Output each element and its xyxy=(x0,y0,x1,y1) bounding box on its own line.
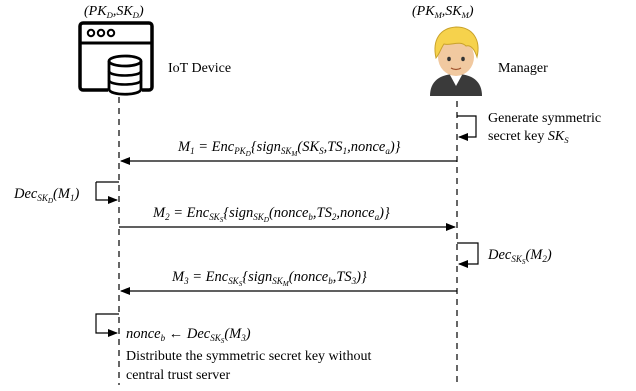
m2-message-label: M2 = EncSKS{signSKD(nonceb,TS2,noncea)} xyxy=(153,205,390,224)
dec-m2-label: DecSKS(M2) xyxy=(488,247,552,266)
manager-avatar-icon xyxy=(430,26,482,96)
device-key-pair: (PKD,SKD) xyxy=(84,4,144,21)
dec-m2-self-arrow xyxy=(457,242,479,268)
dec-m1-self-arrow xyxy=(95,182,118,204)
manager-label: Manager xyxy=(498,61,548,76)
generate-key-self-arrow xyxy=(457,115,477,141)
iot-device-icon xyxy=(78,21,154,96)
nonce-recovery-label: nonceb ← DecSKS(M3) xyxy=(126,326,251,345)
manager-key-pair: (PKM,SKM) xyxy=(412,4,474,21)
distribute-note-line2: central trust server xyxy=(126,368,231,383)
dec-m3-self-arrow xyxy=(95,313,119,337)
dec-m1-label: DecSKD(M1) xyxy=(14,186,80,205)
distribute-note-line1: Distribute the symmetric secret key with… xyxy=(126,349,372,364)
iot-device-label: IoT Device xyxy=(168,61,232,76)
m3-message-label: M3 = EncSKS{signSKM(nonceb,TS3)} xyxy=(172,269,367,288)
generate-key-note-line2: secret key SKS xyxy=(488,129,569,146)
m1-message-label: M1 = EncPKD{signSKM(SKS,TS1,noncea)} xyxy=(178,139,401,158)
generate-key-note-line1: Generate symmetric xyxy=(488,111,602,126)
